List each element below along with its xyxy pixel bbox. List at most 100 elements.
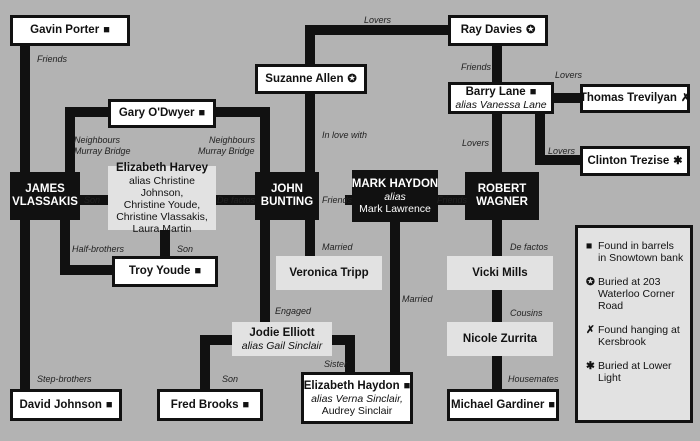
person-michael-gardiner[interactable]: Michael Gardiner■: [447, 389, 559, 421]
legend-item-waterloo-text: Buried at 203 Waterloo Corner Road: [598, 276, 675, 312]
barrel-icon: ■: [529, 85, 537, 98]
person-gavin-porter[interactable]: Gavin Porter■: [10, 15, 130, 46]
person-john-bunting[interactable]: JOHN BUNTING: [255, 172, 319, 220]
relation-friends-gavin-james: Friends: [37, 54, 68, 64]
elizabeth-haydon-alias-1: alias Verna Sinclair,: [311, 392, 403, 405]
person-barry-lane[interactable]: Barry Lane■ alias Vanessa Lane: [448, 82, 554, 114]
relation-engaged: Engaged: [275, 306, 312, 316]
robert-wagner-name-line1: ROBERT: [477, 183, 527, 195]
nicole-zurrita-name: Nicole Zurrita: [462, 332, 538, 345]
john-bunting-name-line1: JOHN: [271, 183, 303, 195]
relation-housemates: Housemates: [508, 374, 559, 384]
elizabeth-harvey-alias-4: Laura Martin: [132, 222, 192, 235]
david-johnson-name: David Johnson: [19, 398, 102, 411]
relation-married-john-veronica: Married: [322, 242, 353, 252]
relation-married-mark-elizabeth: Married: [402, 294, 433, 304]
person-fred-brooks[interactable]: Fred Brooks■: [157, 389, 263, 421]
james-vlassakis-name-line2: VLASSAKIS: [12, 196, 78, 208]
relation-lovers-ray-suzanne: Lovers: [364, 15, 392, 25]
barry-lane-alias: alias Vanessa Lane: [455, 98, 547, 111]
mark-haydon-alias-1: alias: [384, 190, 406, 203]
person-suzanne-allen[interactable]: Suzanne Allen✪: [255, 64, 367, 94]
relation-friends-mark-robert: Friends: [437, 195, 468, 205]
relation-friends-john-mark: Friends: [322, 195, 353, 205]
mark-haydon-alias-2: Mark Lawrence: [359, 202, 431, 215]
star-icon: ✱: [586, 360, 595, 372]
relation-son-jodie-fred: Son: [222, 374, 239, 384]
circle-icon: ✪: [586, 276, 595, 288]
barrel-icon: ■: [403, 379, 411, 392]
relation-neighbours-left-2: Murray Bridge: [74, 146, 131, 156]
circle-icon: ✪: [526, 24, 536, 36]
relation-step-brothers: Step-brothers: [37, 374, 92, 384]
legend-item-lower-light-text: Buried at Lower Light: [598, 360, 672, 384]
legend-item-waterloo: ✪ Buried at 203 Waterloo Corner Road: [586, 276, 684, 312]
gavin-porter-name: Gavin Porter: [30, 24, 100, 36]
person-gary-odwyer[interactable]: Gary O'Dwyer■: [108, 99, 216, 128]
gary-odwyer-name: Gary O'Dwyer: [118, 107, 195, 119]
person-elizabeth-haydon[interactable]: Elizabeth Haydon■ alias Verna Sinclair, …: [301, 372, 413, 424]
person-clinton-trezise[interactable]: Clinton Trezise✱: [580, 146, 690, 176]
person-david-johnson[interactable]: David Johnson■: [10, 389, 122, 421]
troy-youde-name: Troy Youde: [128, 265, 191, 277]
relation-lovers-barry-robert: Lovers: [462, 138, 490, 148]
elizabeth-haydon-name: Elizabeth Haydon: [303, 379, 400, 392]
person-ray-davies[interactable]: Ray Davies✪: [448, 15, 548, 46]
john-bunting-name-line2: BUNTING: [260, 196, 314, 208]
barry-lane-name: Barry Lane: [465, 85, 526, 98]
barrel-icon: ■: [105, 398, 113, 411]
star-icon: ✱: [673, 154, 683, 167]
person-jodie-elliott[interactable]: Jodie Elliott alias Gail Sinclair: [232, 322, 332, 356]
barrel-icon: ■: [194, 265, 202, 277]
relation-half-brothers: Half-brothers: [72, 244, 125, 254]
elizabeth-harvey-alias-3: Christine Vlassakis,: [116, 210, 208, 223]
person-robert-wagner[interactable]: ROBERT WAGNER: [465, 172, 539, 220]
relation-in-love-with: In love with: [322, 130, 368, 140]
relation-lovers-barry-thomas: Lovers: [555, 70, 583, 80]
elizabeth-harvey-alias-2: Christine Youde,: [123, 198, 201, 211]
relation-friends-ray-barry: Friends: [461, 62, 492, 72]
cross-icon: ✗: [586, 324, 595, 336]
person-nicole-zurrita[interactable]: Nicole Zurrita: [447, 322, 553, 356]
circle-icon: ✪: [347, 72, 357, 85]
person-thomas-trevilyan[interactable]: Thomas Trevilyan✗: [580, 84, 690, 113]
legend: ■ Found in barrels in Snowtown bank ✪ Bu…: [575, 225, 693, 423]
relation-neighbours-left-1: Neighbours: [74, 135, 121, 145]
jodie-elliott-alias: alias Gail Sinclair: [241, 339, 323, 352]
clinton-trezise-name: Clinton Trezise: [587, 154, 670, 167]
person-james-vlassakis[interactable]: JAMES VLASSAKIS: [10, 172, 80, 220]
person-veronica-tripp[interactable]: Veronica Tripp: [276, 256, 382, 290]
elizabeth-harvey-name: Elizabeth Harvey: [115, 161, 209, 174]
person-elizabeth-harvey[interactable]: Elizabeth Harvey alias Christine Johnson…: [108, 162, 216, 235]
thomas-trevilyan-name: Thomas Trevilyan: [579, 92, 677, 104]
relation-neighbours-right-2: Murray Bridge: [198, 146, 255, 156]
legend-item-barrels: ■ Found in barrels in Snowtown bank: [586, 240, 684, 264]
barrel-icon: ■: [198, 107, 206, 119]
barrel-icon: ■: [586, 240, 593, 252]
elizabeth-harvey-alias-1: alias Christine Johnson,: [129, 174, 195, 199]
person-vicki-mills[interactable]: Vicki Mills: [447, 256, 553, 290]
michael-gardiner-name: Michael Gardiner: [451, 398, 545, 411]
relation-neighbours-right-1: Neighbours: [209, 135, 256, 145]
relation-son-james-harvey: Son: [84, 195, 101, 205]
cross-icon: ✗: [680, 92, 691, 104]
elizabeth-haydon-alias-2: Audrey Sinclair: [321, 404, 393, 417]
legend-item-barrels-text: Found in barrels in Snowtown bank: [598, 240, 684, 264]
veronica-tripp-name: Veronica Tripp: [289, 266, 369, 279]
robert-wagner-name-line2: WAGNER: [476, 196, 528, 208]
vicki-mills-name: Vicki Mills: [472, 266, 528, 279]
person-mark-haydon[interactable]: MARK HAYDON alias Mark Lawrence: [352, 170, 438, 222]
relation-cousins: Cousins: [510, 308, 543, 318]
james-vlassakis-name-line1: JAMES: [25, 183, 65, 195]
person-troy-youde[interactable]: Troy Youde■: [112, 256, 218, 287]
mark-haydon-name: MARK HAYDON: [351, 177, 439, 190]
legend-item-kersbrook-text: Found hanging at Kersbrook: [598, 324, 680, 348]
barrel-icon: ■: [242, 398, 250, 411]
barrel-icon: ■: [548, 398, 555, 411]
barrel-icon: ■: [103, 24, 110, 36]
fred-brooks-name: Fred Brooks: [170, 398, 239, 411]
relation-de-factos-harvey-john: De factos: [217, 195, 256, 205]
jodie-elliott-name: Jodie Elliott: [249, 326, 315, 339]
ray-davies-name: Ray Davies: [460, 24, 523, 36]
